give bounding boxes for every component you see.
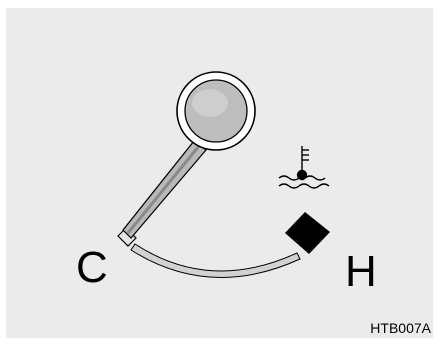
needle-shading [126, 145, 201, 234]
hot-label: H [345, 247, 377, 296]
figure-code: HTB007A [370, 320, 431, 336]
gauge-panel [6, 8, 433, 338]
hot-zone-marker-icon [285, 212, 330, 254]
cold-label: C [76, 243, 108, 292]
coolant-temperature-icon [278, 146, 330, 189]
gauge-scale-arc [130, 243, 301, 278]
magnifier-indicator-icon [176, 71, 256, 151]
